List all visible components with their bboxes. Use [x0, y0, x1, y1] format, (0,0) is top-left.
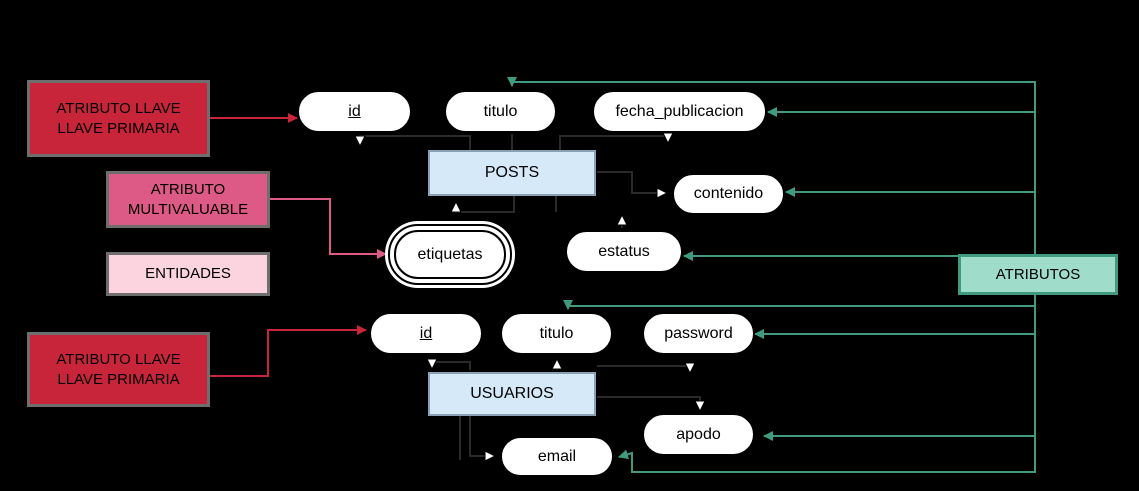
connector-attr-usuarios-titulo: [563, 300, 1036, 318]
usuarios-attr-password: password: [642, 312, 755, 355]
posts-attr-estatus: estatus: [565, 230, 683, 273]
legend-multivalued-attribute: ATRIBUTO MULTIVALUABLE: [106, 171, 270, 228]
posts-attr-contenido: contenido: [672, 173, 785, 215]
posts-attr-etiquetas-label: etiquetas: [394, 230, 506, 279]
relationship-connectors: [360, 134, 700, 460]
posts-attr-id: id: [297, 90, 412, 133]
usuarios-attr-email: email: [500, 436, 614, 477]
key-connectors: [210, 113, 367, 377]
connector-key-usuarios-id: [210, 325, 367, 377]
posts-attr-titulo: titulo: [444, 90, 557, 133]
legend-entities: ENTIDADES: [106, 252, 270, 296]
multivalued-connector: [270, 198, 387, 259]
posts-attr-etiquetas: etiquetas: [388, 224, 512, 285]
usuarios-attr-id: id: [369, 312, 483, 355]
posts-attr-fecha-publicacion: fecha_publicacion: [592, 90, 767, 133]
legend-key-attribute-bottom: ATRIBUTO LLAVE LLAVE PRIMARIA: [27, 332, 210, 407]
usuarios-attr-apodo: apodo: [642, 413, 755, 456]
posts-attr-id-label: id: [348, 102, 361, 120]
entity-posts: POSTS: [428, 150, 596, 196]
usuarios-attr-id-label: id: [419, 324, 433, 342]
entity-usuarios: USUARIOS: [428, 372, 596, 416]
legend-key-attribute-top: ATRIBUTO LLAVE LLAVE PRIMARIA: [27, 80, 210, 157]
usuarios-attr-titulo: titulo: [500, 312, 613, 355]
connector-attr-posts-titulo: [507, 77, 1036, 102]
legend-attributes: ATRIBUTOS: [958, 254, 1118, 295]
